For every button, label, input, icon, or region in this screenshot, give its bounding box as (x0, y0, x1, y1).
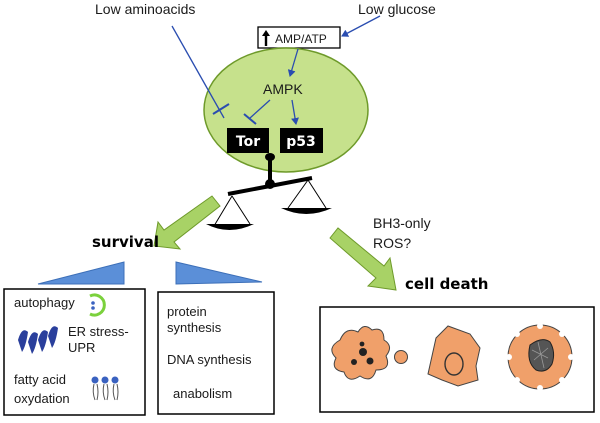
bh3-only-label: BH3-only (373, 215, 431, 231)
upr-label: UPR (68, 340, 95, 355)
low-aminoacids-label: Low aminoacids (95, 1, 195, 17)
autophagic-cell-icon (506, 323, 574, 391)
survival-arrow (153, 195, 221, 250)
amp-to-ampk-arrow (287, 48, 299, 77)
er-membrane-icon (18, 326, 58, 354)
autophagy-label: autophagy (14, 295, 75, 310)
cell-death-label: cell death (405, 275, 488, 293)
anabolic-processes-box (157, 291, 275, 415)
necrotic-cell-icon (427, 325, 481, 387)
fatty-acid-label: fatty acid (14, 372, 66, 387)
survival-processes-box (3, 288, 146, 416)
increasing-wedge (37, 261, 125, 285)
death-arrow (329, 227, 397, 291)
ampk-to-tor-inhibition-line (249, 99, 271, 119)
apoptotic-cell-icon (331, 326, 408, 380)
amp-atp-label: AMP/ATP (275, 32, 327, 46)
synthesis-label: synthesis (167, 320, 222, 335)
dna-synthesis-label: DNA synthesis (167, 352, 252, 367)
tor-label: Tor (236, 134, 260, 150)
anabolism-label: anabolism (173, 386, 232, 401)
survival-label: survival (92, 233, 159, 251)
glucose-arrow (341, 15, 381, 37)
autophagosome-icon (89, 293, 106, 317)
aminoacids-inhibition-bar (212, 103, 230, 115)
ampk-to-tor-inhibition-bar (243, 113, 257, 125)
protein-label: protein (167, 304, 207, 319)
balance-scale-icon (206, 153, 332, 230)
lipid-icon (91, 376, 119, 401)
up-arrow-icon (262, 30, 270, 46)
ampk-label: AMPK (263, 81, 303, 97)
er-stress-label: ER stress- (68, 324, 129, 339)
decreasing-wedge (175, 261, 263, 285)
aminoacids-inhibition-line (171, 25, 225, 119)
p53-box (280, 128, 323, 153)
tor-box (227, 128, 269, 153)
cell-body (203, 47, 369, 173)
ros-label: ROS? (373, 235, 411, 251)
ampk-to-p53-arrow (291, 99, 299, 125)
oxydation-label: oxydation (14, 391, 70, 406)
low-glucose-label: Low glucose (358, 1, 436, 17)
p53-label: p53 (286, 134, 316, 150)
